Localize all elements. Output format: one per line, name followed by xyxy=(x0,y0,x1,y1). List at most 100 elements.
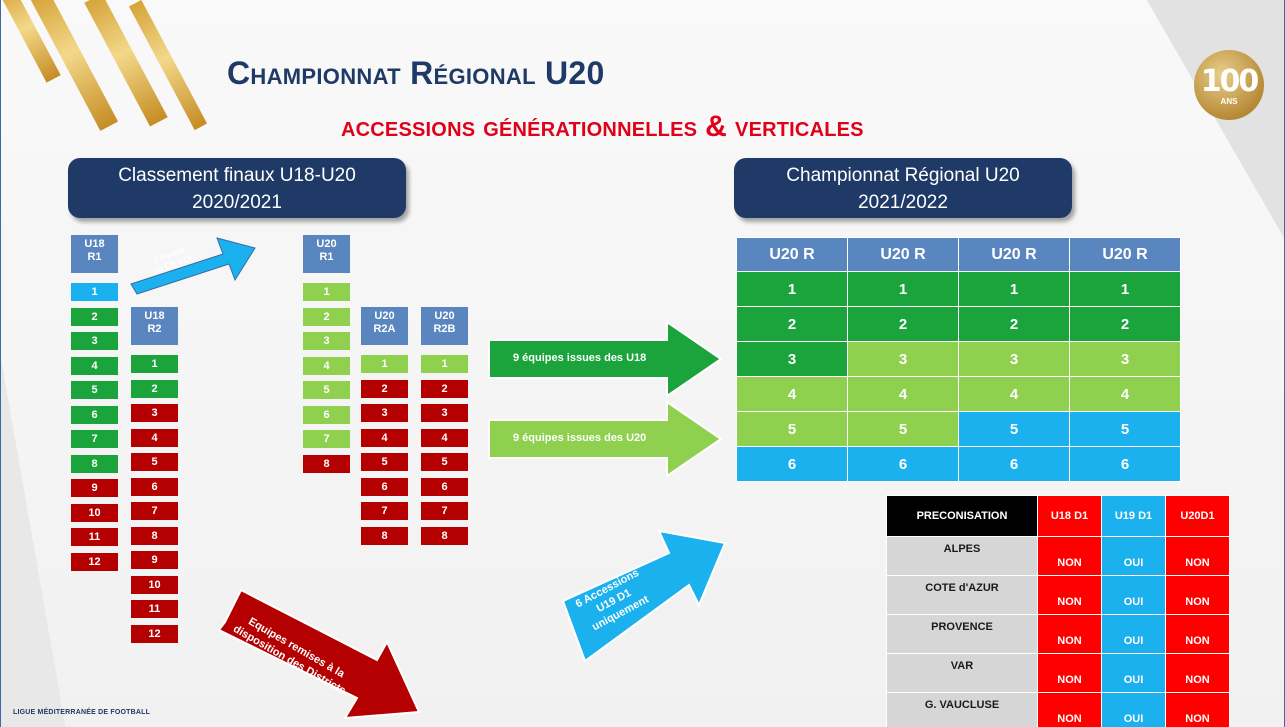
column-header-line2: R1 xyxy=(319,251,334,263)
rank-cell: 8 xyxy=(421,526,468,545)
grid-cell: 3 xyxy=(958,341,1070,377)
u20-d1-header: U20D1 xyxy=(1165,495,1230,537)
rank-cell: 5 xyxy=(421,453,468,471)
u18-arrow-label: 9 équipes issues des U18 xyxy=(513,352,647,364)
rank-cell: 9 xyxy=(131,551,178,569)
column-header-line1: U18 xyxy=(144,310,165,322)
region-cell: ALPES xyxy=(886,536,1038,576)
corner-shape-decoration xyxy=(1141,0,1284,250)
rank-cell: 3 xyxy=(131,404,178,422)
rank-cell: 1 xyxy=(361,355,408,373)
preconisation-table: PRECONISATION U18 D1 U19 D1 U20D1 ALPES N… xyxy=(886,495,1230,727)
subtitle-left: accessions générationnelles xyxy=(341,111,706,142)
grid-cell: 2 xyxy=(1069,306,1181,342)
left-header-box: Classement finaux U18-U20 2020/2021 xyxy=(68,158,406,218)
u20-arrow xyxy=(488,400,723,478)
u19-d1-cell: OUI xyxy=(1101,536,1166,576)
rank-cell: 7 xyxy=(303,430,350,448)
footer-brand: LIGUE MÉDITERRANÉE DE FOOTBALL xyxy=(13,709,151,716)
right-header-line2: 2021/2022 xyxy=(858,192,948,213)
rank-cell: 9 xyxy=(71,479,118,497)
grid-cell: 4 xyxy=(958,376,1070,412)
rank-cell: 6 xyxy=(303,405,350,424)
rank-cell: 8 xyxy=(131,526,178,545)
u18-d1-cell: NON xyxy=(1037,653,1102,693)
accessions-arrow xyxy=(561,529,727,663)
column-header-line1: U20 xyxy=(434,310,455,322)
rank-cell: 3 xyxy=(421,404,468,422)
rank-cell: 5 xyxy=(361,453,408,471)
grid-cell: 6 xyxy=(958,446,1070,482)
rank-cell: 12 xyxy=(131,624,178,643)
grid-cell: 6 xyxy=(1069,446,1181,482)
centenary-logo: 100 ANS xyxy=(1194,50,1264,120)
rank-cell: 4 xyxy=(131,428,178,447)
grid-cell: 5 xyxy=(958,411,1070,447)
rank-cell: 3 xyxy=(303,332,350,350)
grid-cell: 5 xyxy=(736,411,848,447)
grid-cell: 3 xyxy=(1069,341,1181,377)
rank-cell: 1 xyxy=(421,355,468,373)
rank-cell: 2 xyxy=(421,379,468,398)
preconisation-header: PRECONISATION xyxy=(886,495,1038,537)
rank-cell: 5 xyxy=(71,381,118,399)
column-header-line1: U20 xyxy=(316,238,337,250)
grid-header: U20 R xyxy=(1069,237,1181,272)
grid-cell: 1 xyxy=(736,271,848,307)
column-header-line2: R2A xyxy=(373,323,396,335)
u20-d1-cell: NON xyxy=(1165,536,1230,576)
rank-cell: 7 xyxy=(131,502,178,520)
region-cell: VAR xyxy=(886,653,1038,693)
rank-cell: 11 xyxy=(131,600,178,618)
preconisation-header-row: PRECONISATION U18 D1 U19 D1 U20D1 xyxy=(886,495,1230,537)
column-header-line2: R2B xyxy=(433,323,456,335)
logo-label: ANS xyxy=(1220,97,1238,106)
grid-cell: 4 xyxy=(1069,376,1181,412)
grid-header: U20 R xyxy=(958,237,1070,272)
u20-d1-cell: NON xyxy=(1165,614,1230,654)
grid-cell: 4 xyxy=(736,376,848,412)
rank-cell: 8 xyxy=(71,454,118,473)
subtitle-amp: & xyxy=(705,110,728,143)
rank-cell: 2 xyxy=(131,379,178,398)
grid-cell: 1 xyxy=(1069,271,1181,307)
column-header-line2: R2 xyxy=(147,323,162,335)
grid-cell: 5 xyxy=(1069,411,1181,447)
rank-cell: 4 xyxy=(421,428,468,447)
rank-cell: 3 xyxy=(71,332,118,350)
rank-cell: 1 xyxy=(131,355,178,373)
u18-d1-cell: NON xyxy=(1037,614,1102,654)
column-header-line2: R1 xyxy=(87,251,102,263)
rank-cell: 6 xyxy=(361,477,408,496)
rank-cell: 3 xyxy=(361,404,408,422)
rank-cell: 11 xyxy=(71,528,118,546)
rank-cell: 4 xyxy=(303,356,350,375)
cn-arrow xyxy=(130,237,256,295)
u19-d1-cell: OUI xyxy=(1101,575,1166,615)
rank-cell: 10 xyxy=(131,575,178,594)
u20-arrow-label: 9 équipes issues des U20 xyxy=(513,432,647,444)
grid-cell: 2 xyxy=(847,306,959,342)
region-cell: G. VAUCLUSE xyxy=(886,692,1038,727)
rank-cell: 2 xyxy=(71,307,118,326)
u19-d1-header: U19 D1 xyxy=(1101,495,1166,537)
grid-cell: 2 xyxy=(736,306,848,342)
u20-d1-cell: NON xyxy=(1165,692,1230,727)
grid-cell: 3 xyxy=(736,341,848,377)
u19-d1-cell: OUI xyxy=(1101,653,1166,693)
